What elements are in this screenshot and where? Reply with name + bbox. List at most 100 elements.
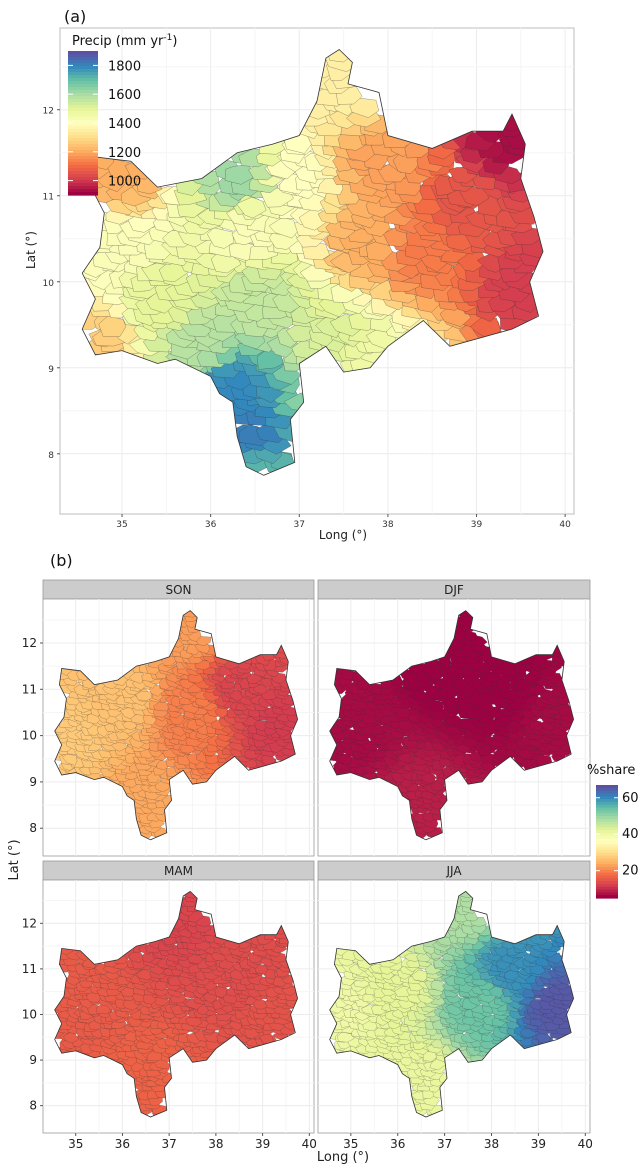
legend-a-colorbar-segment [68, 57, 98, 61]
x-tick-label: 40 [578, 1137, 593, 1151]
y-tick-label: 8 [29, 1099, 37, 1113]
y-tick-label: 10 [43, 279, 55, 289]
catchment-polygon [412, 690, 427, 703]
facet-strip-label: MAM [164, 864, 193, 878]
legend-a-colorbar-segment [68, 165, 98, 169]
y-tick-label: 11 [43, 193, 54, 203]
y-tick-label: 9 [29, 1053, 37, 1067]
legend-a-colorbar-segment [68, 192, 98, 196]
x-tick-label: 39 [471, 520, 483, 530]
legend-a-colorbar-segment [68, 162, 98, 166]
panel-b-y-axis-label: Lat (°) [7, 839, 22, 880]
region-outline [54, 890, 299, 1118]
legend-b-colorbar-segment [596, 813, 618, 817]
legend-b-colorbar-segment [596, 804, 618, 809]
legend-b-colorbar-segment [596, 790, 618, 795]
legend-b-colorbar-segment [596, 866, 618, 871]
legend-b-colorbar-segment [596, 841, 618, 845]
facet-djf: DJF [317, 579, 591, 857]
legend-a-colorbar-segment [68, 183, 98, 187]
legend-b-colorbar-segment [596, 785, 618, 789]
catchment-polygon [214, 986, 230, 998]
legend-a-colorbar-segment [68, 69, 98, 73]
x-tick-label: 36 [390, 1137, 405, 1151]
y-tick-label: 12 [43, 107, 54, 117]
legend-b-colorbar-segment [596, 847, 618, 851]
x-tick-label: 36 [115, 1137, 130, 1151]
legend-b-colorbar-segment [596, 816, 618, 820]
legend-b-colorbar-segment [596, 810, 618, 814]
legend-a-title-end: ) [172, 34, 177, 49]
x-tick-label: 40 [302, 1137, 317, 1151]
legend-b-colorbar-segment [596, 881, 618, 885]
legend-a-colorbar-segment [68, 75, 98, 79]
legend-a-colorbar-segment [68, 135, 98, 139]
x-tick-label: 35 [116, 520, 127, 530]
legend-b-colorbar-segment [596, 833, 618, 837]
legend-a-colorbar-segment [68, 66, 98, 70]
legend-b-colorbar-segment [596, 824, 618, 828]
legend-a-colorbar-segment [68, 105, 98, 109]
panel-a-x-axis-label: Long (°) [319, 528, 367, 542]
legend-a-colorbar-segment [68, 93, 98, 97]
legend-b-colorbar-segment [596, 830, 618, 834]
legend-a-colorbar-segment [68, 123, 98, 127]
legend-a-colorbar-segment [68, 51, 98, 55]
legend-a-colorbar-segment [68, 114, 98, 118]
legend-b-colorbar-segment [596, 799, 618, 803]
x-tick-label: 36 [205, 520, 217, 530]
y-tick-label: 10 [22, 729, 37, 743]
y-tick-label: 12 [22, 916, 37, 930]
legend-a-colorbar-segment [68, 189, 98, 193]
x-tick-label: 37 [437, 1137, 452, 1151]
x-tick-label: 35 [68, 1137, 83, 1151]
catchment-polygon [430, 979, 447, 992]
legend-a-colorbar-segment [68, 120, 98, 124]
legend-b-colorbar-segment [596, 892, 618, 896]
y-tick-label: 10 [22, 1007, 37, 1021]
panel-b-tag: (b) [50, 551, 73, 570]
legend-a-colorbar-segment [68, 102, 98, 106]
legend-a-title: Precip (mm yr-1) [72, 33, 177, 49]
legend-a-colorbar-segment [68, 108, 98, 112]
catchment-polygon [268, 217, 299, 239]
legend-a-colorbar-segment [68, 72, 98, 76]
x-tick-label: 38 [484, 1137, 499, 1151]
legend-a-colorbar-segment [68, 174, 98, 178]
catchment-polygon [127, 951, 145, 964]
legend-b-colorbar-segment [596, 844, 618, 848]
legend-a-colorbar-segment [68, 132, 98, 136]
legend-a-colorbar-segment [68, 168, 98, 172]
legend-b-colorbar-segment [596, 835, 618, 840]
x-tick-label: 39 [531, 1137, 546, 1151]
x-tick-label: 38 [382, 520, 394, 530]
legend-b-tick-label: 60 [622, 791, 639, 806]
legend-a-colorbar-segment [68, 99, 98, 103]
catchment-polygon [529, 718, 544, 732]
x-tick-label: 39 [255, 1137, 270, 1151]
legend-b-colorbar-segment [596, 793, 618, 797]
legend-a-colorbar-segment [68, 63, 98, 67]
facet-region [54, 610, 299, 841]
panel-a-y-axis-label: Lat (°) [24, 231, 38, 269]
legend-a-colorbar-segment [68, 60, 98, 64]
legend-b-colorbar-segment [596, 889, 618, 893]
legend-a-colorbar-segment [68, 129, 98, 133]
x-tick-label: 37 [162, 1137, 177, 1151]
panel-a-tag: (a) [64, 7, 86, 26]
legend-a-colorbar-segment [68, 177, 98, 181]
legend-b-colorbar-segment [596, 796, 618, 800]
x-tick-label: 37 [294, 520, 305, 530]
catchment-polygon [185, 1015, 203, 1027]
legend-a-colorbar-segment [68, 87, 98, 91]
catchment-polygon [349, 97, 380, 118]
legend-b-colorbar-segment [596, 855, 618, 860]
legend-b-colorbar-segment [596, 838, 618, 843]
